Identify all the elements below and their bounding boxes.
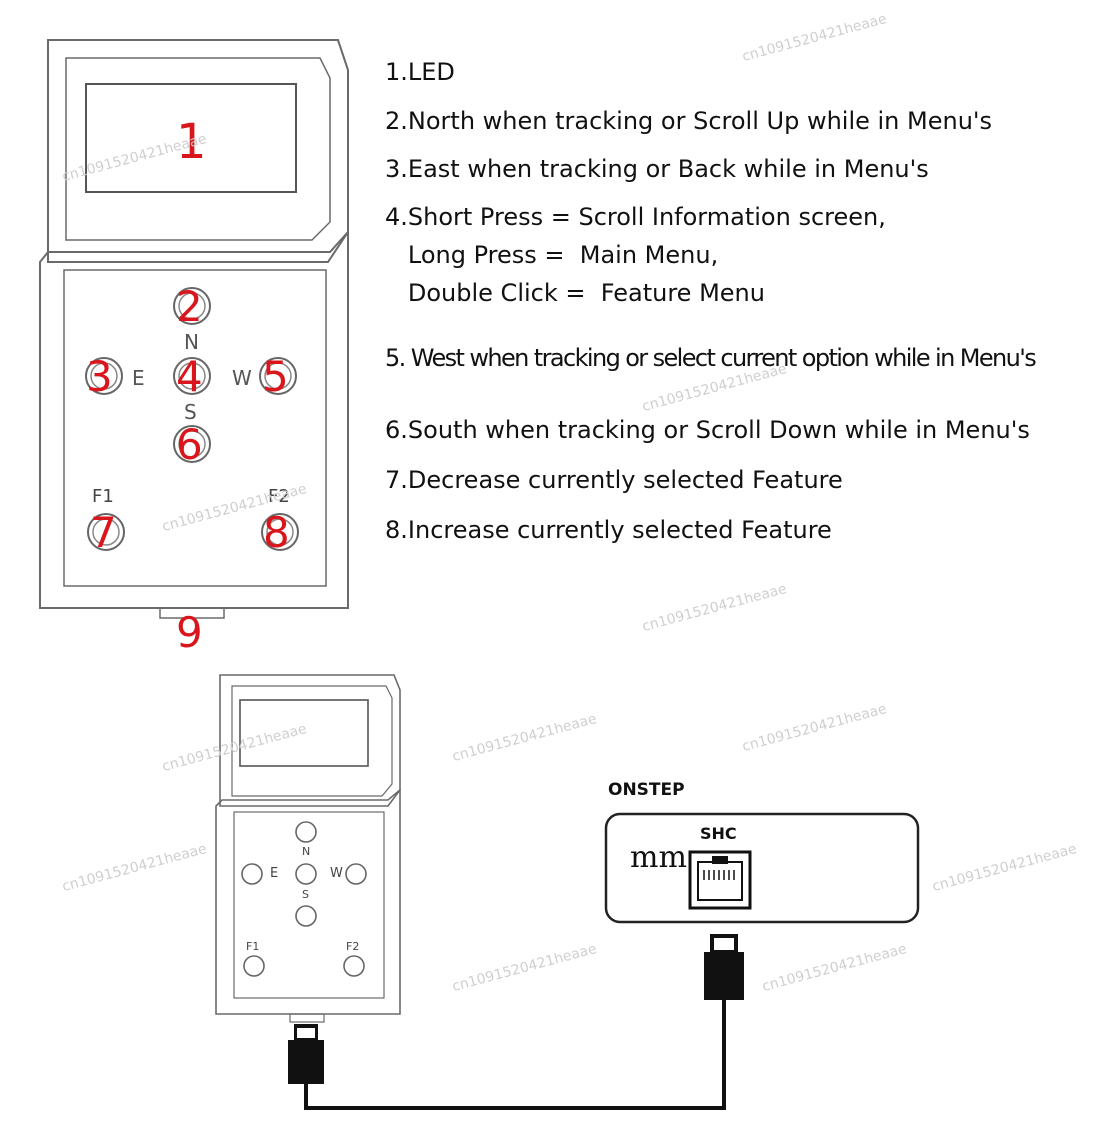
f1-label: F1 — [92, 486, 114, 507]
callout-9: 9 — [176, 608, 203, 657]
small-led-screen — [239, 699, 369, 767]
small-f2-label: F2 — [346, 940, 360, 953]
small-east-label: E — [270, 866, 279, 881]
legend-item-6: 6.South when tracking or Scroll Down whi… — [385, 416, 1030, 444]
callout-3: 3 — [86, 352, 113, 401]
callout-6: 6 — [176, 420, 203, 469]
small-f1-label: F1 — [246, 940, 260, 953]
onstep-title: ONSTEP — [608, 780, 685, 800]
east-label: E — [132, 366, 145, 390]
small-south-label: S — [302, 888, 309, 901]
callout-7: 7 — [90, 508, 117, 557]
legend-item-8: 8.Increase currently selected Feature — [385, 516, 832, 544]
callout-1: 1 — [176, 114, 207, 170]
onstep-box — [604, 812, 920, 924]
led-screen — [85, 83, 297, 193]
watermark: cn1091520421heaae — [740, 11, 889, 65]
legend-item-1: 1.LED — [385, 58, 455, 86]
callout-2: 2 — [176, 282, 203, 331]
legend-item-2: 2.North when tracking or Scroll Up while… — [385, 107, 993, 135]
hand-controller-diagram — [39, 39, 349, 619]
small-west-label: W — [330, 866, 343, 881]
callout-4: 4 — [176, 352, 203, 401]
legend-item-4-double: Double Click = Feature Menu — [385, 279, 765, 307]
connection-diagram — [215, 674, 920, 1110]
west-label: W — [232, 366, 252, 390]
legend-item-5: 5. West when tracking or select current … — [385, 344, 1037, 372]
north-label: N — [184, 330, 199, 354]
cable — [304, 1000, 726, 1110]
legend-item-3: 3.East when tracking or Back while in Me… — [385, 155, 929, 183]
legend-item-7: 7.Decrease currently selected Feature — [385, 466, 843, 494]
callout-5: 5 — [262, 352, 289, 401]
callout-8: 8 — [263, 508, 290, 557]
legend-item-4: 4.Short Press = Scroll Information scree… — [385, 203, 886, 231]
shc-label: SHC — [700, 824, 737, 843]
legend-item-4-long: Long Press = Main Menu, — [385, 241, 719, 269]
watermark: cn1091520421heaae — [640, 581, 789, 635]
f2-label: F2 — [268, 486, 290, 507]
south-label: S — [184, 400, 197, 424]
small-north-label: N — [302, 845, 311, 858]
mm-label: mm — [630, 840, 687, 875]
